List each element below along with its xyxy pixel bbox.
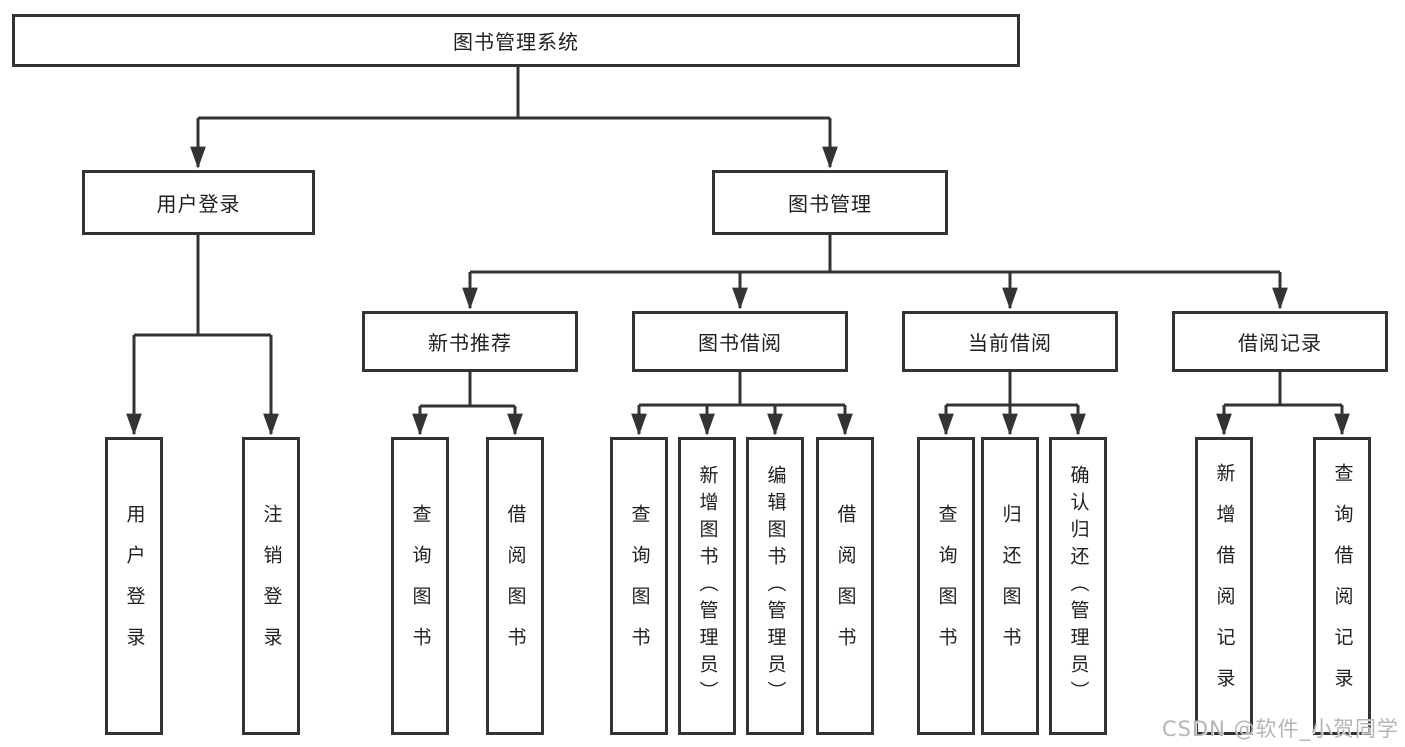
- connector-borrow-records: [1224, 372, 1342, 407]
- node-current-borrow: 当前借阅: [902, 311, 1118, 372]
- node-label: 图书借阅: [698, 331, 782, 355]
- leaf-query-borrow-record: 查询借阅记录: [1313, 437, 1371, 735]
- node-user-login: 用户登录: [82, 170, 315, 235]
- leaf-add-borrow-record: 新增借阅记录: [1195, 437, 1253, 735]
- node-label: 图书管理系统: [453, 30, 579, 54]
- node-label: 新书推荐: [428, 331, 512, 355]
- node-label: 当前借阅: [968, 331, 1052, 355]
- node-library-management-system: 图书管理系统: [12, 14, 1020, 67]
- leaf-edit-book-admin: 编辑图书（管理员）: [746, 437, 804, 735]
- leaf-add-book-admin: 新增图书（管理员）: [678, 437, 736, 735]
- leaf-label: 新增图书（管理员）: [696, 464, 719, 708]
- leaf-user-login: 用户登录: [105, 437, 163, 735]
- leaf-label: 编辑图书（管理员）: [764, 464, 787, 708]
- leaf-label: 注销登录: [260, 504, 283, 668]
- node-label: 图书管理: [788, 192, 872, 216]
- node-label: 借阅记录: [1238, 331, 1322, 355]
- leaf-label: 确认归还（管理员）: [1067, 464, 1090, 708]
- leaf-logout: 注销登录: [242, 437, 300, 735]
- connector-user-login: [134, 235, 271, 337]
- leaf-label: 借阅图书: [834, 504, 857, 668]
- node-book-borrow: 图书借阅: [632, 311, 848, 372]
- leaf-label: 查询图书: [628, 504, 651, 668]
- leaf-confirm-return-admin: 确认归还（管理员）: [1049, 437, 1107, 735]
- connector-root: [198, 67, 830, 120]
- connector-book-borrow: [639, 372, 845, 407]
- connector-new-book-recommend: [420, 372, 515, 408]
- leaf-label: 查询图书: [935, 504, 958, 668]
- node-label: 用户登录: [156, 192, 241, 216]
- leaf-query-books-1: 查询图书: [391, 437, 449, 735]
- leaf-query-books-3: 查询图书: [917, 437, 975, 735]
- node-borrow-records: 借阅记录: [1172, 311, 1388, 372]
- leaf-query-books-2: 查询图书: [610, 437, 668, 735]
- leaf-label: 查询图书: [409, 504, 432, 668]
- leaf-label: 归还图书: [999, 504, 1022, 668]
- leaf-return-books: 归还图书: [981, 437, 1039, 735]
- node-book-management: 图书管理: [712, 170, 948, 235]
- leaf-borrow-books-2: 借阅图书: [816, 437, 874, 735]
- connector-current-borrow: [946, 372, 1078, 407]
- node-new-book-recommend: 新书推荐: [362, 311, 578, 372]
- connector-book-management: [470, 235, 1280, 274]
- leaf-label: 新增借阅记录: [1213, 463, 1236, 709]
- leaf-label: 借阅图书: [504, 504, 527, 668]
- leaf-borrow-books-1: 借阅图书: [486, 437, 544, 735]
- leaf-label: 用户登录: [123, 504, 146, 668]
- leaf-label: 查询借阅记录: [1331, 463, 1354, 709]
